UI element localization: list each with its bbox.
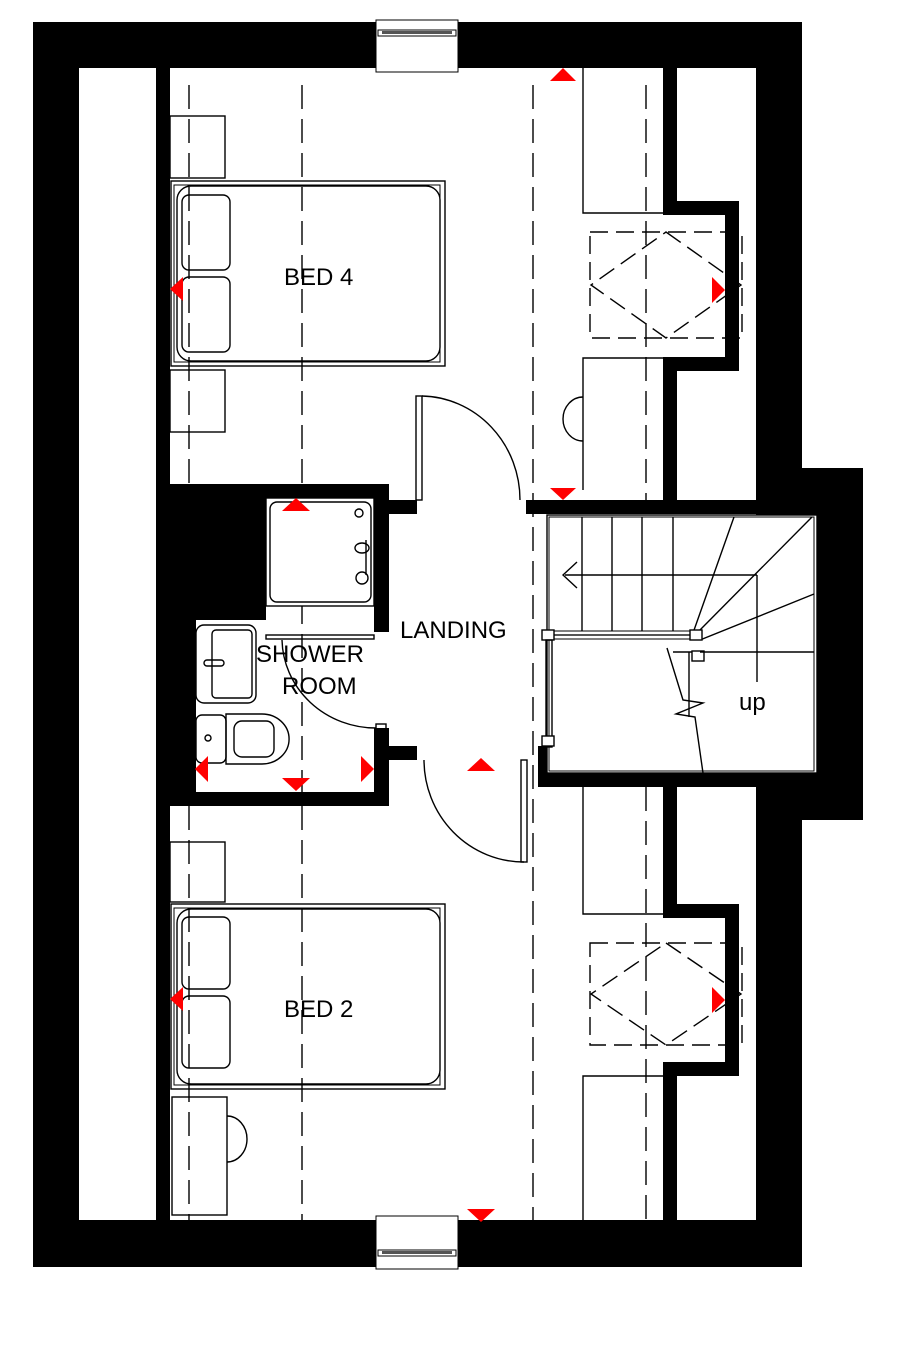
bedside-table-icon — [169, 369, 226, 433]
wardrobe-icon — [582, 787, 663, 915]
toilet-icon — [195, 713, 290, 765]
skylight-icon — [589, 942, 743, 1046]
bedside-table-icon — [169, 115, 226, 179]
socket-marker-icon — [550, 488, 576, 500]
socket-marker-icon — [712, 277, 725, 303]
stairs-direction-label: up — [739, 689, 766, 716]
desk-icon — [582, 357, 663, 490]
stool-icon — [562, 396, 584, 442]
room-label-shower-room-line2: ROOM — [282, 673, 357, 700]
socket-marker-icon — [361, 756, 374, 782]
room-label-bed-4: BED 4 — [284, 264, 354, 291]
socket-marker-icon — [282, 498, 310, 511]
door-swing-icon — [423, 759, 528, 863]
socket-marker-icon — [170, 987, 183, 1011]
bed-4-furniture — [169, 68, 743, 490]
socket-marker-icon — [550, 68, 576, 81]
bed-2-furniture — [169, 787, 743, 1220]
window-top — [375, 19, 459, 73]
bedside-table-icon — [169, 841, 226, 903]
socket-marker-icon — [170, 277, 183, 301]
socket-marker-icon — [467, 1209, 495, 1222]
stool-icon — [226, 1115, 248, 1163]
door-swing-icon — [415, 395, 521, 501]
bed-icon — [170, 903, 446, 1090]
shower-room-fixtures — [195, 497, 387, 765]
room-label-bed-2: BED 2 — [284, 996, 354, 1023]
desk-icon — [171, 1096, 228, 1216]
basin-icon — [195, 624, 257, 704]
socket-marker-icon — [467, 758, 495, 771]
socket-marker-icon — [282, 778, 310, 791]
staircase-icon — [541, 514, 818, 774]
shower-tray-icon — [269, 501, 372, 603]
socket-marker-icon — [195, 756, 208, 782]
wardrobe-icon — [582, 68, 663, 214]
room-label-landing: LANDING — [400, 617, 507, 644]
room-label-shower-room-line1: SHOWER — [256, 641, 364, 668]
skylight-icon — [589, 231, 743, 339]
door-swing-icon — [281, 639, 387, 730]
window-bottom — [375, 1215, 459, 1270]
socket-marker-icon — [712, 987, 725, 1013]
wardrobe-icon — [582, 1075, 663, 1220]
socket-markers — [170, 68, 725, 1222]
bed-icon — [170, 180, 446, 367]
